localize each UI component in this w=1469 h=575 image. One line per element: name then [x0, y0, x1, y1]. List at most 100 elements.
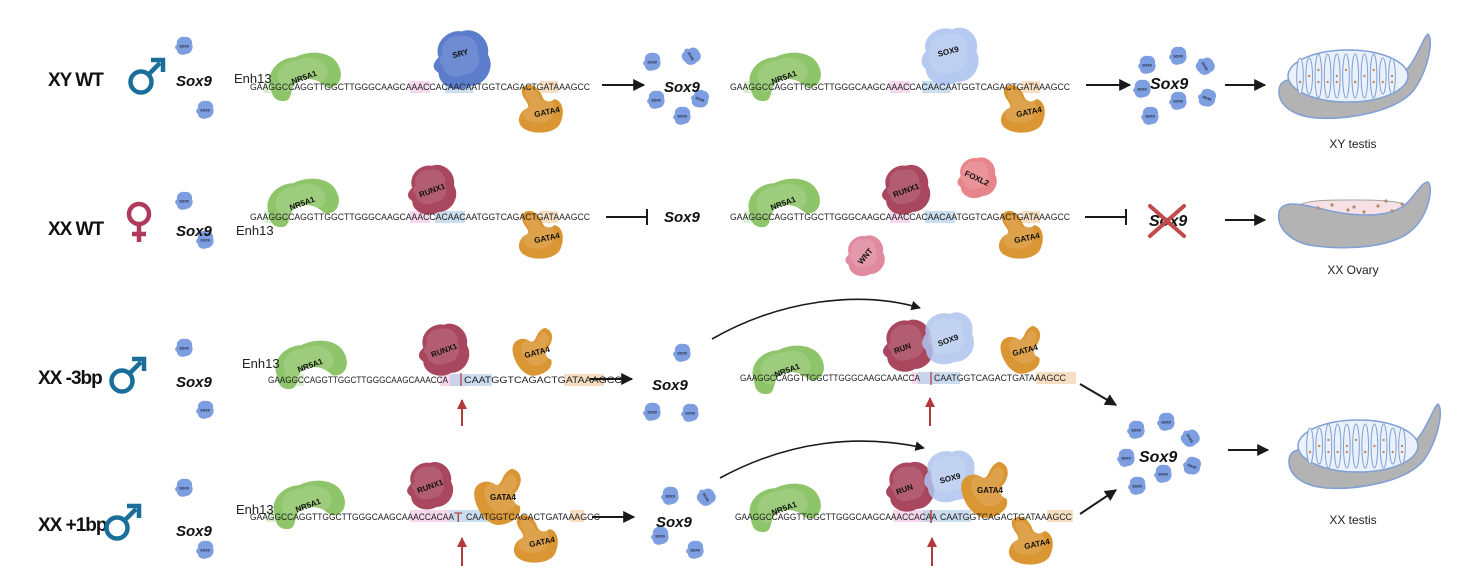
enhancer-sequence: GAAGGCCAGGTTGGCTTGGGCAAGCAAACCACAACAATGG…: [250, 82, 590, 93]
sox9-protein-icon: SOX9: [1180, 454, 1204, 478]
svg-text:SOX9: SOX9: [686, 51, 694, 61]
sox9-gene-label: Sox9: [176, 223, 213, 240]
svg-text:SOX9: SOX9: [685, 412, 694, 416]
sox9-protein-icon: SOX9: [651, 526, 669, 545]
sox-site: [450, 510, 490, 522]
gata4-protein-label: GATA4: [490, 493, 516, 502]
nr5a1-protein: NR5A1: [266, 48, 344, 103]
gata-site: [570, 510, 584, 522]
nr5a1-protein: NR5A1: [749, 341, 827, 396]
svg-text:SOX9: SOX9: [1202, 95, 1212, 102]
svg-text:SOX9: SOX9: [665, 495, 674, 499]
sox9-protein-icon: SOX9: [1192, 53, 1218, 78]
svg-text:SOX9: SOX9: [179, 487, 188, 491]
sox9-protein-icon: SOX9: [673, 106, 691, 125]
sox9-crossed-out: Sox9: [1148, 204, 1187, 238]
outcome-label-xy-testis: XY testis: [1329, 137, 1376, 151]
runx1-protein: RUN: [882, 319, 934, 372]
enhancer-label: Enh13: [236, 502, 274, 517]
svg-text:SOX9: SOX9: [1161, 421, 1170, 425]
sox-site: [925, 211, 955, 223]
enhancer-sequence-right: CAATGGTCAGACTGATAAAGCC: [934, 373, 1066, 384]
svg-text:SOX9: SOX9: [1158, 473, 1167, 477]
sox-site: [918, 372, 960, 384]
testis-illustration: [1278, 33, 1432, 120]
svg-text:SOX9: SOX9: [647, 411, 656, 415]
runx1-protein: RUNX1: [408, 164, 457, 215]
svg-text:SOX9: SOX9: [1145, 115, 1154, 119]
sox9-protein-icon: SOX9: [1157, 412, 1175, 431]
sox9-protein-icon: SOX9: [661, 486, 679, 505]
enhancer-sequence-left: GAAGGCCAGGTTGGCTTGGGCAAGCAAACCA: [740, 373, 921, 384]
ovary-illustration: [1278, 181, 1432, 249]
sox9-protein-icon: SOX9: [643, 402, 661, 421]
svg-text:SOX9: SOX9: [1121, 457, 1130, 461]
svg-text:SOX9: SOX9: [1200, 61, 1208, 71]
gata-site: [540, 81, 558, 93]
enhancer-sequence-right: CAATGGTCAGACTGATAAAGCC: [464, 375, 622, 386]
svg-text:SOX9: SOX9: [200, 549, 209, 553]
svg-text:SOX9: SOX9: [647, 61, 656, 65]
sox9-gene-label: Sox9: [176, 523, 213, 540]
sox9-gene-label: Sox9: [1150, 76, 1188, 93]
enhancer-sequence: GAAGGCCAGGTTGGCTTGGGCAAGCAAACCACAACAATGG…: [730, 82, 1070, 93]
male-symbol-icon: [128, 57, 166, 95]
testis-illustration: [1288, 403, 1442, 490]
gata4-protein: GATA4: [1000, 84, 1045, 133]
foxl2-protein: FOXL2: [957, 157, 997, 199]
runx1-protein: RUN: [886, 461, 935, 512]
svg-text:SOX9: SOX9: [1173, 55, 1182, 59]
runx1-site: [410, 510, 450, 522]
male-symbol-icon: [104, 503, 142, 541]
sox9-protein-icon: SOX9: [1169, 91, 1187, 110]
svg-text:SOX9: SOX9: [1173, 100, 1182, 104]
follicle-dots: [1316, 199, 1404, 214]
row-label-xx-1bp: XX +1bp: [38, 515, 107, 536]
sox9-protein-icon: SOX9: [1169, 46, 1187, 65]
svg-text:SOX9: SOX9: [179, 45, 188, 49]
svg-text:SOX9: SOX9: [200, 109, 209, 113]
activation-arrow: [1079, 489, 1117, 515]
sox9-protein: SOX9: [922, 312, 974, 365]
svg-text:SOX9: SOX9: [1132, 485, 1141, 489]
binding-arrow: [719, 440, 925, 479]
enhancer-sequence: GAAGGCCAGGTTGGCTTGGGCAAGCAAACCACAACAATGG…: [730, 212, 1070, 223]
sox9-protein-icon: SOX9: [175, 191, 193, 210]
gata4-protein-label: GATA4: [977, 486, 1003, 495]
binding-arrow: [711, 298, 921, 340]
sox9-protein-icon: SOX9: [196, 100, 214, 119]
repression-arrow: [1085, 209, 1127, 225]
sox9-gene-label: Sox9: [664, 209, 701, 226]
sox9-gene-label: Sox9: [656, 514, 693, 531]
row-label-xx-wt: XX WT: [48, 219, 105, 240]
wnt-protein: WNT: [845, 235, 885, 277]
sox9-protein-icon: SOX9: [647, 90, 665, 109]
sox9-protein-icon: SOX9: [678, 43, 704, 68]
runx1-protein: RUNX1: [882, 164, 931, 215]
sox9-gene-label: Sox9: [652, 377, 689, 394]
sox9-protein-icon: SOX9: [1117, 448, 1135, 467]
sox9-protein-icon: SOX9: [1127, 420, 1145, 439]
svg-text:SOX9: SOX9: [200, 409, 209, 413]
gata4-protein: GATA4: [998, 210, 1043, 259]
svg-text:SOX9: SOX9: [179, 200, 188, 204]
seminiferous-tubules: [1306, 423, 1406, 469]
male-symbol-icon: [109, 356, 147, 394]
outcome-label-xx-ovary: XX Ovary: [1327, 263, 1378, 277]
sox9-protein-icon: SOX9: [1154, 464, 1172, 483]
svg-text:SOX9: SOX9: [1185, 433, 1193, 443]
gata4-protein: GATA4: [513, 514, 558, 563]
svg-text:SOX9: SOX9: [701, 492, 709, 502]
svg-text:SOX9: SOX9: [655, 535, 664, 539]
sox9-protein-icon: SOX9: [681, 403, 699, 422]
gata4-protein: GATA4: [518, 84, 563, 133]
runx1-site: [410, 81, 430, 93]
gata-site: [1047, 510, 1073, 522]
svg-text:SOX9: SOX9: [1187, 463, 1197, 470]
enhancer-label: Enh13: [242, 356, 280, 371]
sox9-protein: SOX9: [924, 450, 976, 503]
enhancer-sequence: GAAGGCCAGGTTGGCTTGGGCAAGCAAACCACAACAATGG…: [250, 212, 590, 223]
svg-text:SOX9: SOX9: [677, 352, 686, 356]
sox9-gene-label: Sox9: [664, 79, 701, 96]
svg-text:SOX9: SOX9: [690, 549, 699, 553]
